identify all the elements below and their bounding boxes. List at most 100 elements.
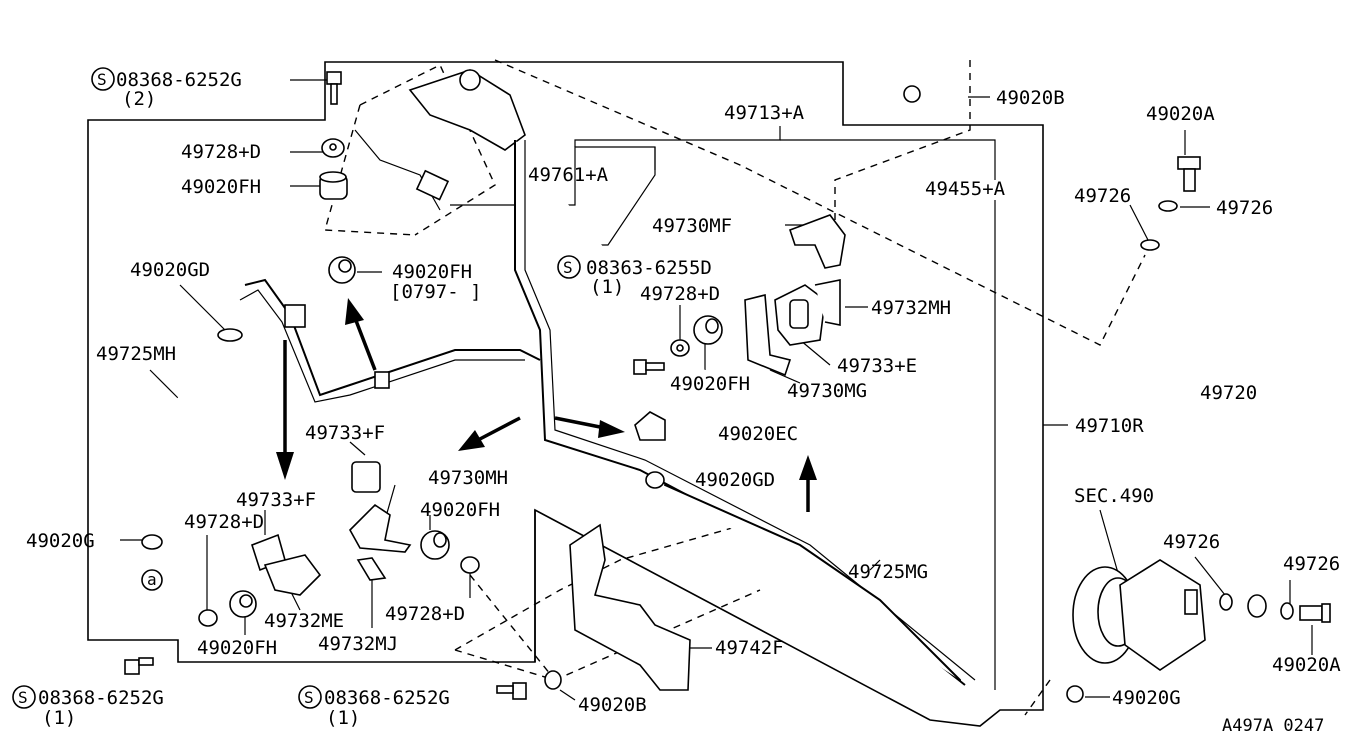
- label-washer-low-left: 49728+D: [184, 511, 264, 533]
- label-bolt-bottom-left: 08368-6252G: [38, 687, 164, 709]
- clip-gd-mid-icon: [645, 471, 665, 489]
- clamp-me-icon: [263, 554, 322, 596]
- part-labels: 08368-6252G (2) 49728+D 49020FH 49761+A …: [26, 69, 1341, 736]
- clamp-g-bottom-icon: [1066, 685, 1084, 703]
- label-clip-gd-left: 49020GD: [130, 259, 210, 281]
- outline-boxes: [87, 61, 1044, 727]
- clamp-mj-icon: [356, 557, 387, 581]
- label-hose-mh: 49725MH: [96, 343, 176, 365]
- clamp-mh-icon: [774, 279, 841, 346]
- label-washer-726-top-right: 49726: [1216, 197, 1273, 219]
- label-switch: 49761+A: [528, 164, 609, 186]
- label-clamp-g-left: 49020G: [26, 530, 95, 552]
- label-bushing-mid: 49020FH: [670, 373, 750, 395]
- label-washer-top: 49728+D: [181, 141, 261, 163]
- label-clamp-b-bottom: 49020B: [578, 694, 647, 716]
- label-hose-bracket: 49455+A: [925, 178, 1006, 200]
- washer-726-pump-icon: [1219, 593, 1294, 620]
- label-bolt-top-qty: (2): [122, 88, 156, 110]
- label-bushing-bottom-left: 49020FH: [197, 637, 277, 659]
- tube-assembly-icon: [239, 140, 976, 686]
- washer-726-top-icon: [1140, 200, 1178, 251]
- label-bolt-bottom-left-qty: (1): [42, 707, 76, 729]
- bolt-a-top-icon: [1177, 156, 1201, 192]
- bracket-mg-icon: [744, 293, 792, 377]
- direction-arrows: [276, 298, 817, 512]
- hose-725mh-icon: [143, 363, 222, 507]
- label-clip-ec: 49020EC: [718, 423, 798, 445]
- clamp-g-left-icon: [141, 534, 163, 550]
- bushing-mid-icon: [693, 315, 723, 345]
- pressure-switch-icon: [354, 69, 526, 211]
- insulator-f-icon: [351, 461, 381, 493]
- label-clamp-mj: 49732MJ: [318, 633, 398, 655]
- parts: a: [124, 69, 1340, 703]
- label-clip-gd-mid: 49020GD: [695, 469, 775, 491]
- label-washer-726-pump: 49726: [1163, 531, 1220, 553]
- clip-ec-icon: [634, 411, 666, 441]
- clamp-b-bottom-icon: [544, 670, 562, 690]
- bushing-low-icon: [420, 530, 450, 560]
- washer-low-left-icon: [198, 609, 218, 627]
- bracket-mh-lower-icon: [349, 503, 412, 553]
- label-washer-low-mid: 49728+D: [385, 603, 465, 625]
- section-a-mark-icon: a: [141, 569, 163, 591]
- label-clamp-g-bottom: 49020G: [1112, 687, 1181, 709]
- label-bolt-a-top: 49020A: [1146, 103, 1215, 125]
- bushing-bottom-left-icon: [229, 590, 257, 618]
- label-clamp-top-right: 49020B: [996, 87, 1065, 109]
- diagram-code: A497A 0247: [1222, 716, 1324, 736]
- washer-mid-icon: [670, 339, 690, 357]
- bushing-left-icon: [328, 256, 356, 284]
- section-a-text: a: [147, 570, 157, 589]
- label-washer-726-top-left: 49726: [1074, 185, 1131, 207]
- label-hose-720: 49720: [1200, 382, 1257, 404]
- label-hose-mg: 49725MG: [848, 561, 928, 583]
- bracket-742f-icon: [569, 523, 691, 691]
- svg-text:S: S: [18, 688, 28, 707]
- label-washer-mid: 49728+D: [640, 283, 720, 305]
- bolt-a-bottom-icon: [1299, 603, 1331, 623]
- standard-mark-icon: S: [12, 685, 36, 709]
- washer-top-icon: [321, 138, 345, 158]
- label-bolt-bottom-mid-qty: (1): [326, 707, 360, 729]
- label-insulator-f-2: 49733+F: [236, 489, 316, 511]
- svg-text:S: S: [97, 70, 107, 89]
- power-steering-pump-icon: [1072, 559, 1206, 671]
- bracket-mf-icon: [788, 214, 846, 269]
- standard-part-marks: S S S S: [12, 67, 581, 709]
- label-bushing-left-date: [0797- ]: [390, 281, 482, 303]
- label-bushing-low: 49020FH: [420, 499, 500, 521]
- bushing-top-icon: [319, 171, 348, 200]
- bolt-bottom-left-icon: [124, 657, 154, 675]
- label-bracket-742f: 49742F: [715, 637, 784, 659]
- label-clamp-me: 49732ME: [264, 610, 344, 632]
- standard-mark-icon: S: [91, 67, 115, 91]
- label-bracket-mh: 49730MH: [428, 467, 508, 489]
- label-bracket-mf: 49730MF: [652, 215, 732, 237]
- label-washer-726-pump-right: 49726: [1283, 553, 1340, 575]
- clamp-top-right-icon: [903, 85, 921, 103]
- label-bushing-top: 49020FH: [181, 176, 261, 198]
- label-insulator-e: 49733+E: [837, 355, 917, 377]
- hose-725mg-icon: [664, 484, 961, 681]
- label-bushing-left: 49020FH: [392, 261, 472, 283]
- label-insulator-f-1: 49733+F: [305, 422, 385, 444]
- label-bolt-a-bottom: 49020A: [1272, 654, 1341, 676]
- bolt-bottom-mid-icon: [496, 682, 527, 700]
- clip-gd-left-icon: [217, 328, 243, 342]
- bolt-top-icon: [326, 71, 342, 105]
- label-bolt-top: 08368-6252G: [116, 69, 242, 91]
- label-bolt-mid: 08363-6255D: [586, 257, 712, 279]
- svg-text:S: S: [563, 258, 573, 277]
- hose-720-icon: [1161, 221, 1340, 594]
- label-hose-assy: 49713+A: [724, 102, 805, 124]
- label-bolt-bottom-mid: 08368-6252G: [324, 687, 450, 709]
- standard-mark-icon: S: [298, 685, 322, 709]
- label-clamp-mh: 49732MH: [871, 297, 951, 319]
- bolt-mid-icon: [633, 359, 665, 375]
- label-tube-assy: 49710R: [1075, 415, 1144, 437]
- label-bracket-mg: 49730MG: [787, 380, 867, 402]
- standard-mark-icon: S: [557, 255, 581, 279]
